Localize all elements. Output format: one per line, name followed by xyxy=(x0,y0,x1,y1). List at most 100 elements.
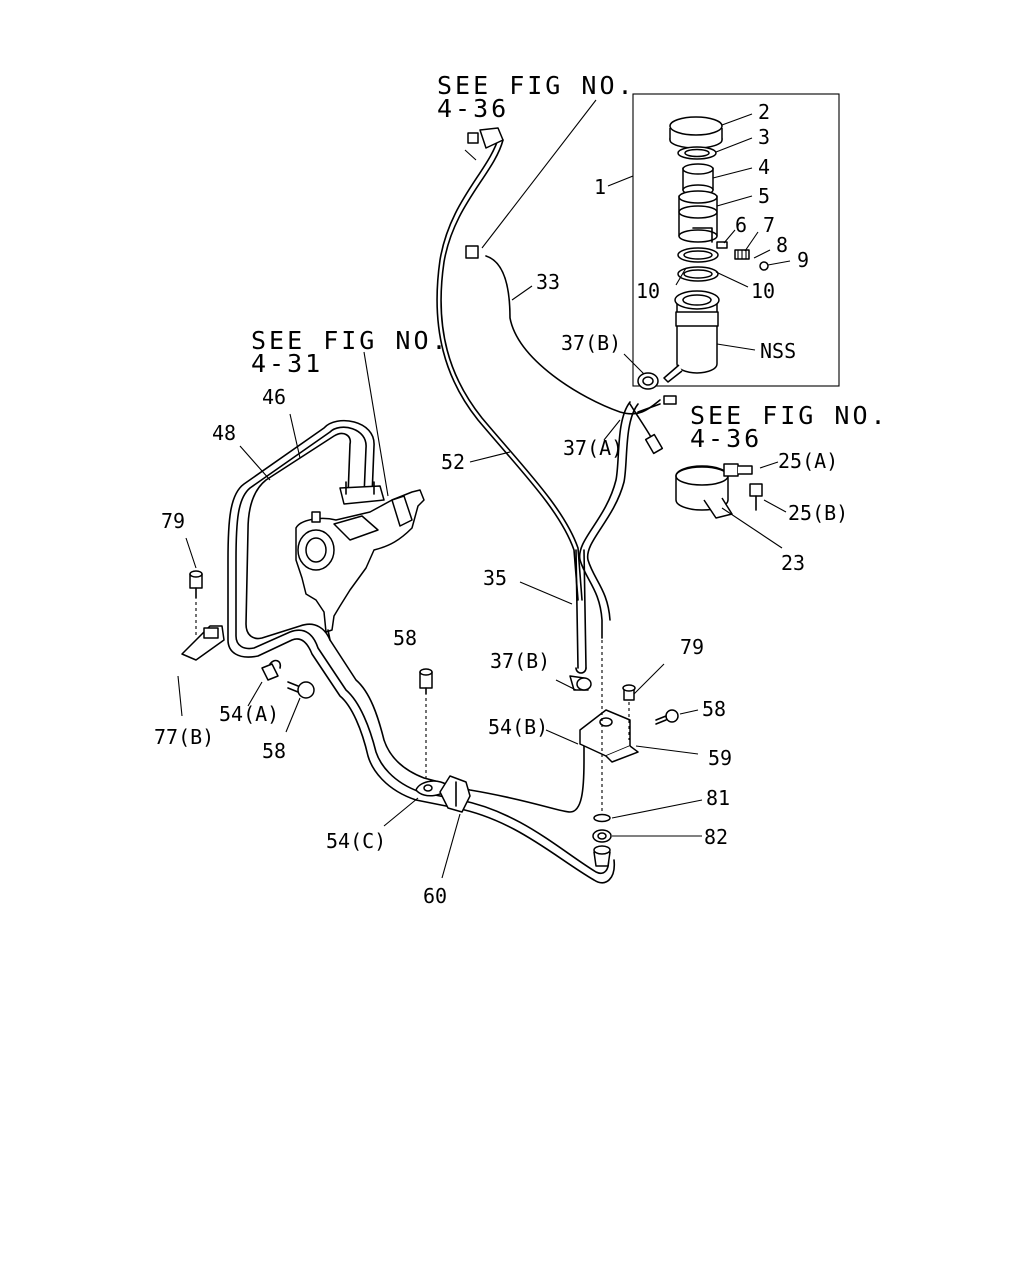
reservoir-tank xyxy=(663,290,720,383)
bolt-58-mid xyxy=(419,668,433,780)
reference-line-2: 4-31 xyxy=(251,349,323,378)
label-79-left: 79 xyxy=(161,509,185,533)
reference-fig-4-31: SEE FIG NO. 4-31 xyxy=(251,326,450,378)
reference-line-2: 4-36 xyxy=(437,94,509,123)
label-23: 23 xyxy=(781,551,805,575)
leader-54b xyxy=(545,729,579,745)
screw-25a xyxy=(723,463,753,477)
reference-fig-4-36-top: SEE FIG NO. 4-36 xyxy=(437,71,636,123)
reference-line-1: SEE FIG NO. xyxy=(690,401,889,430)
bolt-58-left xyxy=(287,681,315,699)
leader-33 xyxy=(511,285,533,301)
pipe-48 xyxy=(245,432,585,813)
pipe-52-outer xyxy=(440,139,583,601)
pipe-35 xyxy=(575,549,579,669)
label-7: 7 xyxy=(763,213,775,237)
reservoir-body-upper xyxy=(678,190,718,243)
clamp-23 xyxy=(675,465,733,519)
hose-33 xyxy=(485,255,661,415)
label-54b: 54(B) xyxy=(488,715,548,739)
cap-seal xyxy=(677,146,717,160)
leader-79-right xyxy=(633,663,665,695)
leader-37b-top xyxy=(623,353,645,375)
leader-1 xyxy=(607,175,634,187)
label-25a: 25(A) xyxy=(778,449,838,473)
label-10-left: 10 xyxy=(636,279,660,303)
label-9: 9 xyxy=(797,248,809,272)
bracket-60 xyxy=(439,775,471,813)
label-54a: 54(A) xyxy=(219,702,279,726)
bolt-79-left xyxy=(189,570,203,638)
label-25b: 25(B) xyxy=(788,501,848,525)
reservoir-cap xyxy=(669,116,723,149)
leader-58-left xyxy=(285,697,301,733)
pipe-46 xyxy=(227,419,616,884)
hose-to-junction xyxy=(578,401,631,639)
label-37b-top: 37(B) xyxy=(561,331,621,355)
leader-52 xyxy=(469,451,511,463)
leader-54c xyxy=(383,797,419,827)
label-79-right: 79 xyxy=(680,635,704,659)
label-33: 33 xyxy=(536,270,560,294)
leader-60 xyxy=(441,813,461,879)
clamp-37b-top xyxy=(637,372,659,390)
leader-46 xyxy=(289,413,301,459)
label-58-left: 58 xyxy=(262,739,286,763)
label-37a: 37(A) xyxy=(563,436,623,460)
pipe-union-fitting xyxy=(593,845,611,867)
label-10-right: 10 xyxy=(751,279,775,303)
label-3: 3 xyxy=(758,125,770,149)
label-5: 5 xyxy=(758,184,770,208)
pipe-fitting-hub xyxy=(339,481,385,505)
hose-33-top-fitting xyxy=(465,245,479,259)
master-cylinder xyxy=(295,489,425,641)
bolt-58-right xyxy=(655,709,679,725)
washer-81 xyxy=(593,813,611,823)
leader-23 xyxy=(721,507,783,549)
leader-54a xyxy=(247,681,263,707)
bracket-77b xyxy=(181,625,225,661)
hose-37a-fitting xyxy=(629,403,664,455)
reference-line-2: 4-36 xyxy=(690,424,762,453)
leader-58-right xyxy=(679,709,699,715)
reference-line-1: SEE FIG NO. xyxy=(251,326,450,355)
leader-37a xyxy=(603,419,621,441)
reservoir-assembly-frame xyxy=(632,93,840,387)
label-1: 1 xyxy=(594,175,606,199)
leader-81 xyxy=(611,799,703,819)
label-2: 2 xyxy=(758,100,770,124)
label-54c: 54(C) xyxy=(326,829,386,853)
pipe-52 xyxy=(436,135,579,601)
label-52: 52 xyxy=(441,450,465,474)
leader-77b xyxy=(177,675,183,717)
hose-end-fitting-right xyxy=(637,395,677,413)
screw-25b xyxy=(749,483,763,511)
clip-54a xyxy=(261,659,282,681)
label-58-mid: 58 xyxy=(393,626,417,650)
leader-25a xyxy=(759,461,779,469)
label-6: 6 xyxy=(735,213,747,237)
label-77b: 77(B) xyxy=(154,725,214,749)
leader-79-left xyxy=(185,537,197,569)
leader-see-fig-4-31 xyxy=(363,351,389,497)
reservoir-gasket-2 xyxy=(677,266,719,282)
nut-82 xyxy=(592,829,612,843)
label-35: 35 xyxy=(483,566,507,590)
leader-48 xyxy=(239,445,271,481)
leader-35 xyxy=(519,581,573,605)
label-48: 48 xyxy=(212,421,236,445)
label-81: 81 xyxy=(706,786,730,810)
leader-37b-low xyxy=(555,679,577,691)
label-58-right: 58 xyxy=(702,697,726,721)
leader-25b xyxy=(763,499,787,513)
reference-fig-4-36-right: SEE FIG NO. 4-36 xyxy=(690,401,889,453)
label-46: 46 xyxy=(262,385,286,409)
reference-line-1: SEE FIG NO. xyxy=(437,71,636,100)
leader-see-fig-4-36-top xyxy=(481,99,597,249)
label-60: 60 xyxy=(423,884,447,908)
pipe-52-top-end xyxy=(464,127,504,161)
label-8: 8 xyxy=(776,233,788,257)
label-4: 4 xyxy=(758,155,770,179)
